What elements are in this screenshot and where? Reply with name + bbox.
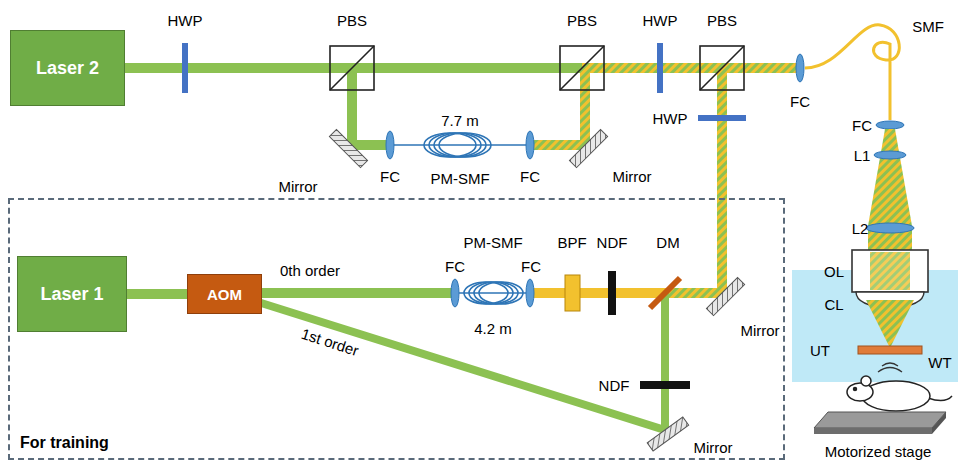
part-label: 1st order: [299, 325, 361, 359]
part-label: NDF: [599, 377, 630, 394]
mouse-figure: [847, 376, 952, 411]
part-label: Mirror: [693, 439, 732, 456]
laser-box: Laser 2: [10, 30, 125, 106]
part-label: CL: [824, 296, 843, 313]
node-label: Laser 2: [36, 58, 99, 79]
part-label: NDF: [597, 234, 628, 251]
part-label: PM-SMF: [463, 234, 522, 251]
part-label: PM-SMF: [430, 170, 489, 187]
motorized-stage: [814, 412, 946, 434]
part-label: HWP: [653, 110, 688, 127]
smf-fiber: [805, 25, 899, 120]
part-label: FC: [445, 258, 465, 275]
node-label: AOM: [207, 286, 242, 303]
part-label: DM: [656, 234, 679, 251]
part-label: 4.2 m: [474, 320, 512, 337]
part-label: BPF: [557, 234, 586, 251]
dichroic-mirror: [650, 278, 680, 308]
part-label: 0th order: [280, 262, 340, 279]
part-label: SMF: [912, 18, 944, 35]
pbs-cube: [330, 46, 744, 90]
fiber-coils: [394, 133, 526, 304]
laser-beam: [127, 289, 187, 299]
nd-filter: [640, 381, 690, 389]
fiber-coupler: [386, 54, 904, 307]
laser-box: Laser 1: [17, 256, 127, 332]
node-label: For training: [20, 434, 109, 452]
part-label: UT: [810, 342, 830, 359]
part-label: PBS: [567, 12, 597, 29]
aom-box: AOM: [187, 274, 262, 314]
part-label: FC: [520, 168, 540, 185]
part-label: OL: [824, 263, 844, 280]
part-label: HWP: [168, 12, 203, 29]
part-label: WT: [928, 354, 951, 371]
nd-filter: [608, 271, 616, 315]
part-label: PBS: [707, 12, 737, 29]
part-label: FC: [790, 93, 810, 110]
part-label: Mirror: [278, 178, 317, 195]
part-label: HWP: [643, 12, 678, 29]
imaging-head: [852, 129, 928, 372]
part-label: Mirror: [612, 168, 651, 185]
band-pass-filter: [565, 275, 580, 311]
part-label: Motorized stage: [825, 443, 932, 460]
node-label: Laser 1: [40, 284, 103, 305]
part-label: FC: [380, 168, 400, 185]
part-label: 7.7 m: [441, 112, 479, 129]
part-label: Mirror: [740, 322, 779, 339]
laser-beams: [125, 68, 800, 430]
part-label: L2: [852, 220, 869, 237]
half-wave-plate: [182, 43, 746, 121]
part-label: FC: [521, 258, 541, 275]
part-label: L1: [854, 147, 871, 164]
part-label: PBS: [337, 12, 367, 29]
part-label: FC: [852, 117, 872, 134]
mirror: [329, 129, 744, 451]
